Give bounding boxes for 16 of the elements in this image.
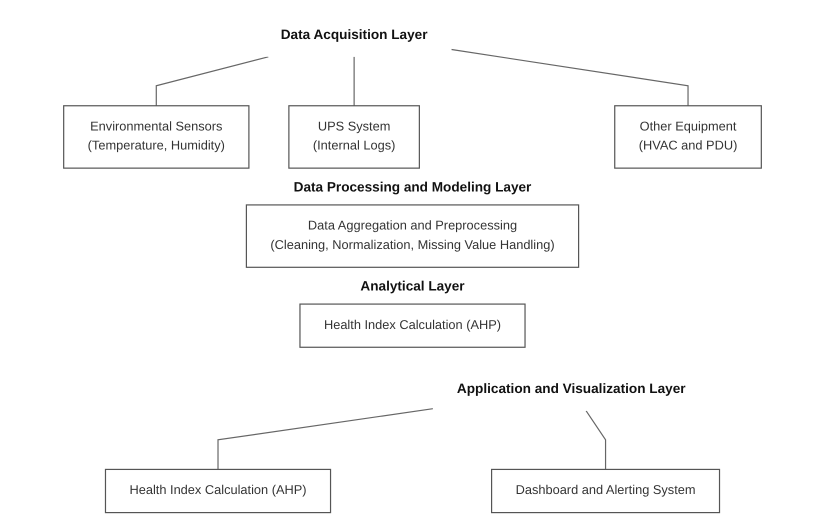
connector: [451, 48, 689, 106]
node-box: Health Index Calculation (AHP): [104, 468, 332, 514]
layer-heading: Data Processing and Modeling Layer: [294, 179, 532, 194]
connector: [217, 408, 433, 470]
connector: [156, 56, 268, 106]
node-box: UPS System (Internal Logs): [288, 105, 420, 169]
connector: [354, 56, 355, 106]
node-text: Data Acquisition Layer: [280, 26, 428, 42]
node-box: Environmental Sensors (Temperature, Humidity): [63, 105, 250, 169]
node-box: Other Equipment (HVAC and PDU): [614, 105, 762, 169]
node-text: Application and Visualization Layer: [456, 380, 686, 396]
connector: [586, 410, 606, 470]
node-box: Health Index Calculation (AHP): [299, 303, 526, 348]
node-box: Dashboard and Alerting System: [491, 468, 720, 514]
node-box: Data Aggregation and Preprocessing (Cleaning, Normalization, Missing Value Handling): [246, 204, 580, 268]
layer-heading: Analytical Layer: [360, 278, 465, 294]
